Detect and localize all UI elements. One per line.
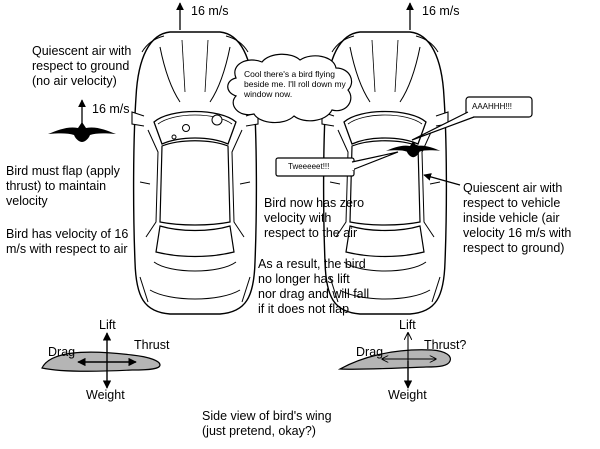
zero-velocity-note: Bird now has zero velocity with respect … xyxy=(264,196,365,240)
right-drag-label: Drag xyxy=(356,345,384,359)
right-weight-label: Weight xyxy=(388,388,427,402)
driver-head xyxy=(211,114,223,126)
wing-caption: Side view of bird's wing (just pretend, … xyxy=(202,409,332,438)
bird-velocity-note: Bird has velocity of 16 m/s with respect… xyxy=(6,227,129,256)
left-air-note: Quiescent air with respect to ground (no… xyxy=(32,44,132,88)
left-lift-label: Lift xyxy=(99,318,116,332)
left-wing-diagram xyxy=(41,332,161,389)
thought-bubble-cloud xyxy=(227,53,353,124)
right-wing-diagram xyxy=(337,333,451,389)
scream-bubble-text: AAAHHH!!! xyxy=(472,102,513,111)
thought-dot-small xyxy=(171,134,177,140)
left-bird-icon xyxy=(48,122,116,142)
bird-speed-label: 16 m/s xyxy=(92,102,130,116)
left-weight-label: Weight xyxy=(86,388,125,402)
bird-flap-note: Bird must flap (apply thrust) to maintai… xyxy=(6,164,120,208)
thought-bubble-text: Cool there's a bird flying beside me. I'… xyxy=(244,69,346,99)
right-air-note: Quiescent air with respect to vehicle in… xyxy=(463,181,572,255)
left-car-speed-label: 16 m/s xyxy=(191,4,229,18)
air-note-pointer xyxy=(423,173,461,186)
thought-dot-medium xyxy=(182,124,190,132)
scream-bubble-box xyxy=(465,96,533,118)
right-thrust-label: Thrust? xyxy=(424,338,467,352)
left-drag-label: Drag xyxy=(48,345,76,359)
tweet-bubble-text: Tweeeeet!!! xyxy=(288,162,330,171)
right-lift-label: Lift xyxy=(399,318,416,332)
fall-note: As a result, the bird no longer has lift… xyxy=(258,257,370,316)
right-car-speed-label: 16 m/s xyxy=(422,4,460,18)
left-thrust-label: Thrust xyxy=(134,338,170,352)
